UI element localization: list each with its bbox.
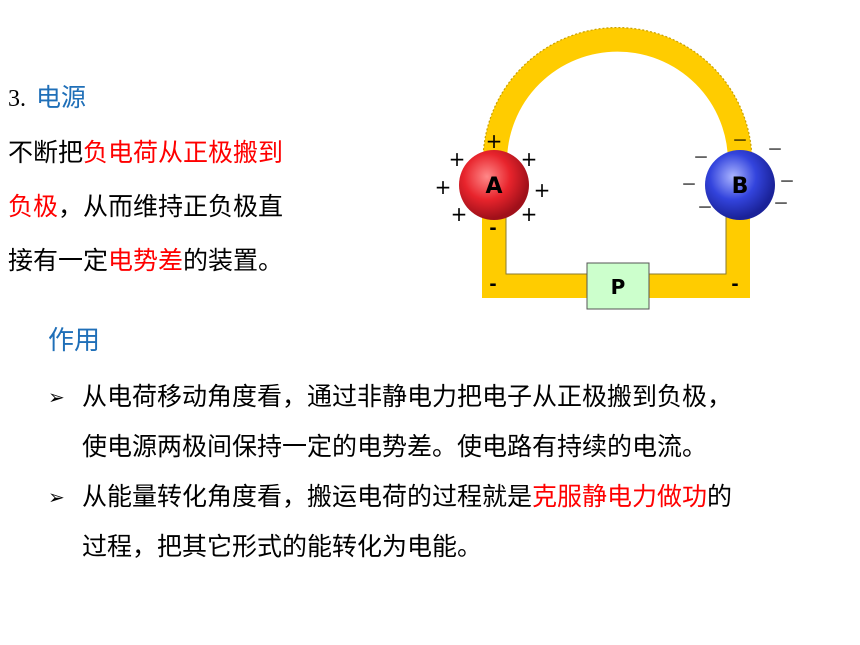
sphere-a: [459, 150, 529, 220]
p-box-label: P: [611, 275, 626, 299]
bullet-1-line-2: 使电源两极间保持一定的电势差。使电路有持续的电流。: [82, 432, 708, 461]
definition-highlight: 电势差: [108, 246, 184, 275]
plus-sign: +: [451, 202, 468, 226]
definition-text: 的装置。: [183, 246, 284, 275]
plus-sign: +: [486, 129, 503, 153]
definition-paragraph: 不断把负电荷从正极搬到 负极，从而维持正负极直 接有一定电势差的装置。: [8, 126, 358, 288]
bullet-highlight: 克服静电力做功: [532, 482, 708, 511]
definition-highlight: 负极: [8, 192, 59, 221]
bullet-1-line-1: 从电荷移动角度看，通过非静电力把电子从正极搬到负极，: [82, 382, 733, 411]
plus-sign: +: [534, 178, 551, 202]
plus-sign: +: [521, 202, 538, 226]
effect-bullet-2: ➢ 从能量转化角度看，搬运电荷的过程就是克服静电力做功的 过程，把其它形式的能转…: [48, 472, 848, 572]
minus-charges: － － － － － － －: [681, 131, 795, 217]
plus-sign: +: [449, 147, 466, 171]
minus-sign: －: [767, 140, 783, 159]
sphere-a-label: A: [485, 174, 502, 199]
definition-text: ，从而维持正负极直: [58, 192, 284, 221]
small-minus: -: [489, 274, 496, 295]
arrow-bullet-icon: ➢: [48, 485, 65, 509]
minus-sign: －: [779, 172, 795, 191]
bullet-text: 的: [707, 482, 733, 511]
section-title: 电源: [36, 83, 87, 112]
arrow-bullet-icon: ➢: [48, 385, 65, 409]
bullet-text: 从能量转化角度看，搬运电荷的过程就是: [82, 482, 533, 511]
effect-bullet-list: ➢ 从电荷移动角度看，通过非静电力把电子从正极搬到负极， 使电源两极间保持一定的…: [48, 372, 848, 572]
plus-charges: + + + + + + +: [435, 129, 551, 226]
arc-conductor: [483, 27, 752, 163]
plus-sign: +: [521, 147, 538, 171]
plus-sign: +: [435, 175, 452, 199]
definition-line-2: 负极，从而维持正负极直: [8, 180, 358, 234]
sphere-b-label: B: [732, 174, 749, 199]
sphere-b: [705, 150, 775, 220]
minus-sign: －: [697, 198, 713, 217]
section-heading: 3. 电源: [8, 78, 86, 114]
definition-highlight: 负电荷从正极搬到: [83, 138, 284, 167]
definition-text: 接有一定: [8, 246, 109, 275]
definition-text: 不断把: [8, 138, 84, 167]
definition-line-3: 接有一定电势差的装置。: [8, 234, 358, 288]
minus-sign: －: [732, 131, 748, 150]
small-minus: -: [731, 274, 738, 295]
conductor-minus-marks: - - -: [489, 218, 738, 295]
p-box: [586, 262, 650, 310]
minus-sign: －: [681, 175, 697, 194]
small-minus: -: [489, 218, 496, 239]
effect-title: 作用: [48, 326, 101, 356]
bullet-2-line-1: 从能量转化角度看，搬运电荷的过程就是克服静电力做功的: [82, 472, 848, 522]
section-number: 3.: [8, 86, 26, 112]
minus-sign: －: [773, 194, 789, 213]
bullet-2-line-2: 过程，把其它形式的能转化为电能。: [82, 532, 483, 561]
minus-sign: －: [693, 148, 709, 167]
effect-bullet-1: ➢ 从电荷移动角度看，通过非静电力把电子从正极搬到负极， 使电源两极间保持一定的…: [48, 372, 848, 472]
definition-line-1: 不断把负电荷从正极搬到: [8, 126, 358, 180]
